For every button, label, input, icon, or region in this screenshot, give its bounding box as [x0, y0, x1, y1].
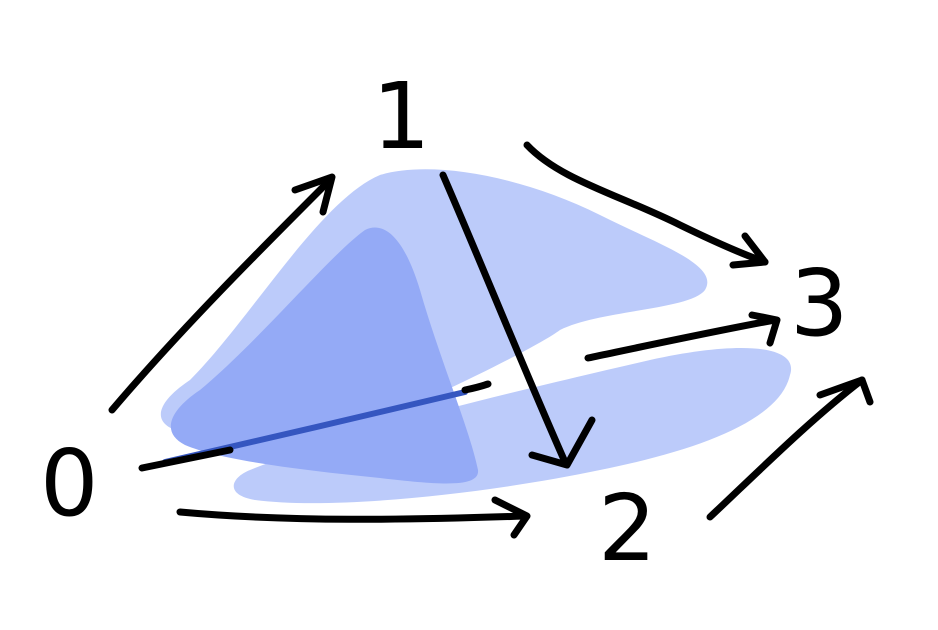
- edge-1-2: [439, 171, 596, 469]
- node-2-label: 2: [598, 475, 657, 582]
- edge-0-2: [176, 496, 531, 539]
- edge-1-3: [523, 141, 769, 269]
- node-0-label: 0: [40, 430, 99, 537]
- edge-2-3: [706, 376, 874, 521]
- edge-0-3: [138, 311, 781, 472]
- edge-0-1: [108, 173, 336, 414]
- node-3-label: 3: [790, 250, 849, 357]
- node-1-label: 1: [372, 63, 431, 170]
- face-0-1-2: [170, 227, 479, 484]
